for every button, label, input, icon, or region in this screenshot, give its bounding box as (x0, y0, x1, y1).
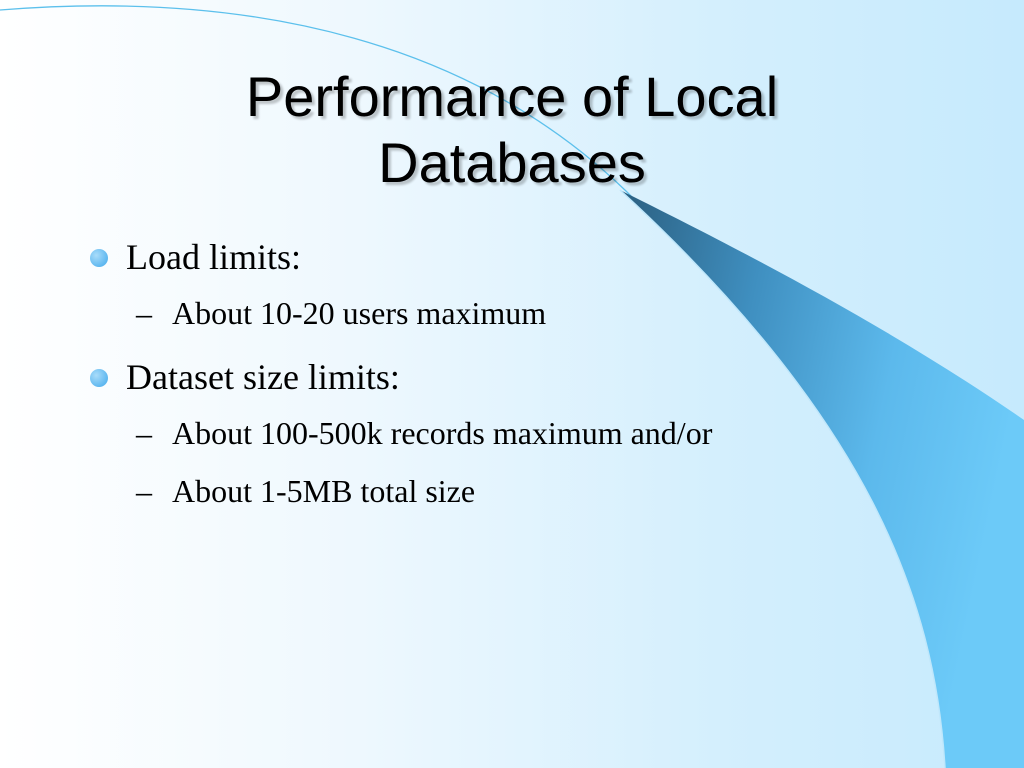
bullet-item: Load limits: (90, 230, 910, 284)
sub-bullet-text: About 1-5MB total size (172, 473, 476, 509)
sub-bullet-text: About 100-500k records maximum and/or (172, 415, 713, 451)
bullet-dot-icon (90, 369, 108, 387)
sub-bullet-text: About 10-20 users maximum (172, 295, 547, 331)
dash-icon: – (136, 473, 152, 509)
slide-title-line: Performance of Local (245, 65, 779, 128)
slide-title: Performance of Local Databases (0, 64, 1024, 196)
bullet-list: Load limits: – About 10-20 users maximum… (90, 230, 910, 520)
bullet-text: Load limits: (126, 237, 301, 277)
sub-bullet-item: – About 100-500k records maximum and/or (90, 404, 910, 462)
bullet-dot-icon (90, 249, 108, 267)
slide-title-line: Databases (378, 131, 646, 194)
dash-icon: – (136, 415, 152, 451)
bullet-text: Dataset size limits: (126, 357, 400, 397)
sub-bullet-item: – About 1-5MB total size (90, 462, 910, 520)
sub-bullet-item: – About 10-20 users maximum (90, 284, 910, 342)
bullet-item: Dataset size limits: (90, 350, 910, 404)
dash-icon: – (136, 295, 152, 331)
